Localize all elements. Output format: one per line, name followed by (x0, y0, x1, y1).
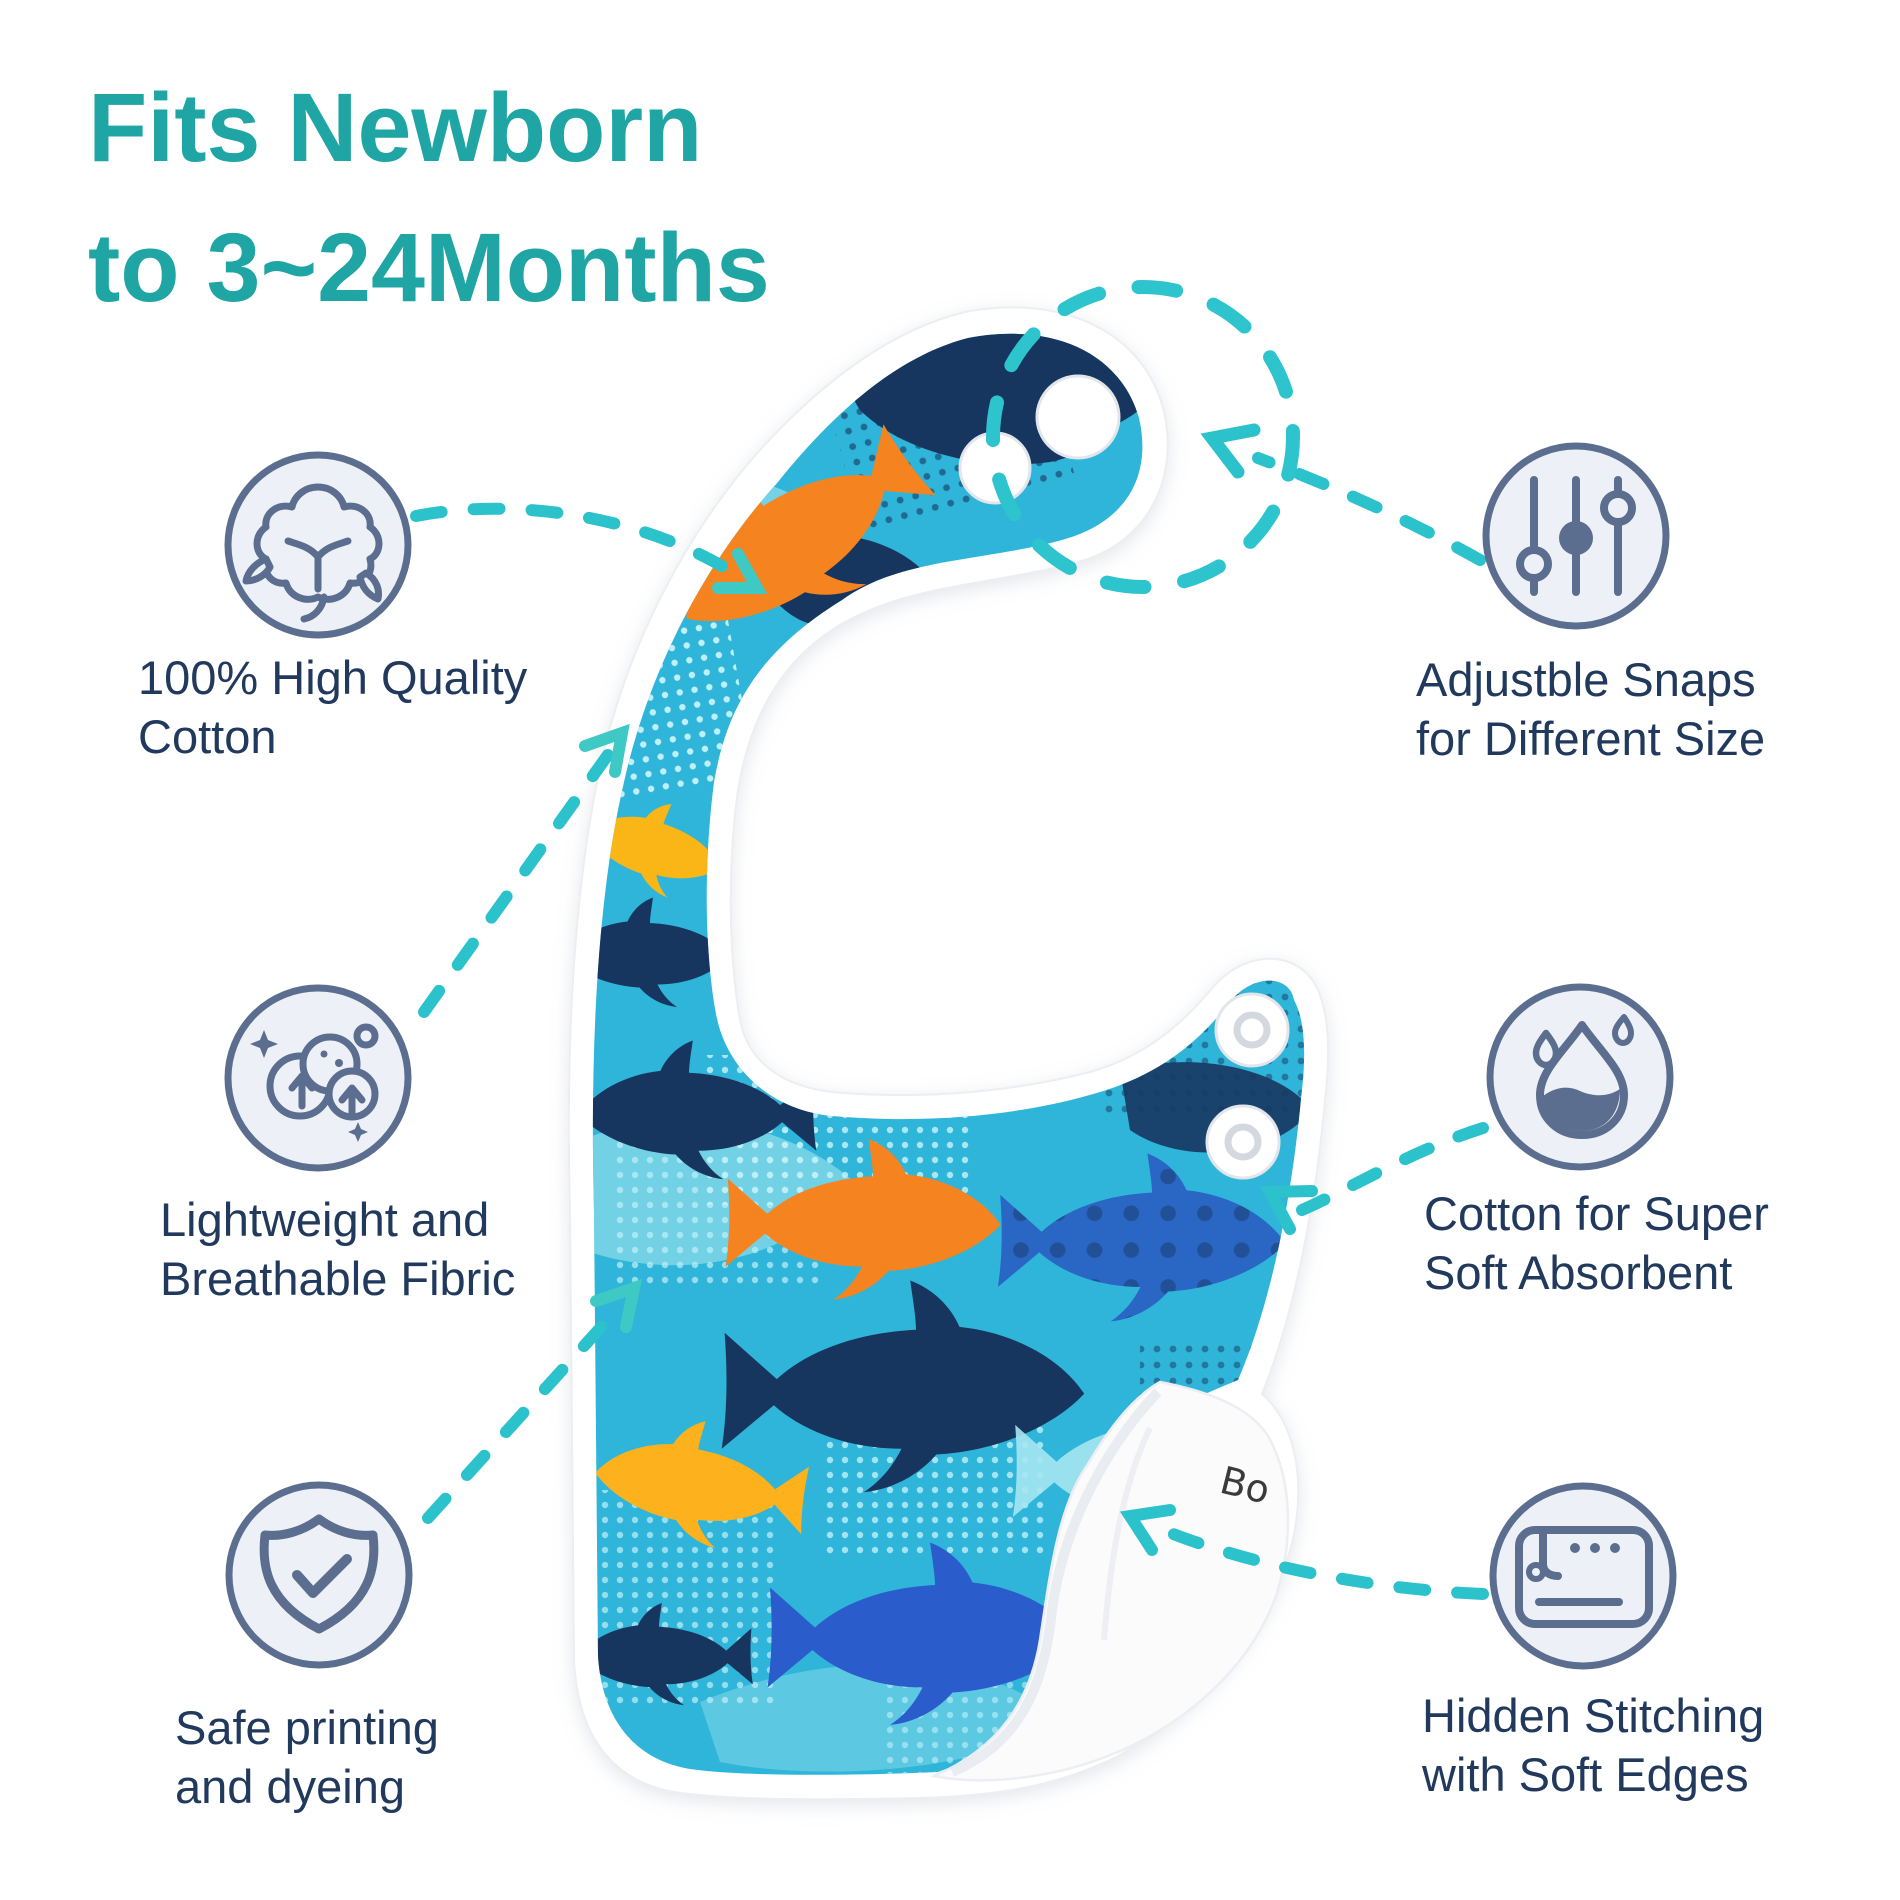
connector-line (1252, 452, 1486, 566)
snap-ring (1214, 992, 1290, 1068)
arrowhead-icon (1260, 1185, 1318, 1235)
connector-line (410, 502, 738, 578)
arrowhead-icon (712, 548, 768, 594)
arrowhead-icon (1119, 1504, 1176, 1556)
neck-strap-snaps (958, 374, 1121, 505)
side-tab-snaps (1205, 992, 1290, 1180)
feature-text-line: Cotton (138, 710, 277, 763)
feature-text-line: Cotton for Super (1424, 1187, 1769, 1240)
connector-line (422, 1298, 628, 1524)
feature-text-line: Breathable Fibric (160, 1252, 516, 1305)
connectors (410, 423, 1489, 1600)
feature-text-line: Hidden Stitching (1422, 1689, 1765, 1742)
connector-line (1296, 1122, 1489, 1216)
feature-text-line: Safe printing (175, 1701, 439, 1754)
feature-text-line: Lightweight and (160, 1193, 490, 1246)
cotton-boll-icon (224, 451, 412, 639)
title-line-1: Fits Newborn (88, 73, 703, 182)
sliders-icon (1482, 442, 1670, 630)
bib: Bo (567, 306, 1330, 1801)
page-title: Fits Newborn to 3~24Months (88, 58, 770, 338)
water-drop-icon (1486, 983, 1674, 1171)
snap-ring (1205, 1104, 1281, 1180)
connector-line (418, 746, 616, 1018)
shield-check-icon (225, 1481, 413, 1669)
feature-text-line: 100% High Quality (138, 651, 528, 704)
feature-text-line: for Different Size (1416, 712, 1766, 765)
feature-text-line: Adjustble Snaps (1416, 653, 1756, 706)
feature-text-line: and dyeing (175, 1760, 405, 1813)
breathable-airflow-icon (224, 984, 412, 1172)
title-line-2: to 3~24Months (88, 213, 770, 322)
arrowhead-icon (579, 723, 630, 778)
dashed-focus-circle (986, 280, 1300, 594)
feature-text-line: Soft Absorbent (1424, 1246, 1733, 1299)
fold-corner: Bo (929, 1380, 1290, 1782)
sewing-machine-icon (1489, 1482, 1677, 1670)
feature-text-line: with Soft Edges (1422, 1748, 1749, 1801)
arrowhead-icon (1200, 423, 1261, 479)
arrowhead-icon (590, 1278, 642, 1333)
snap-button (1035, 374, 1121, 460)
